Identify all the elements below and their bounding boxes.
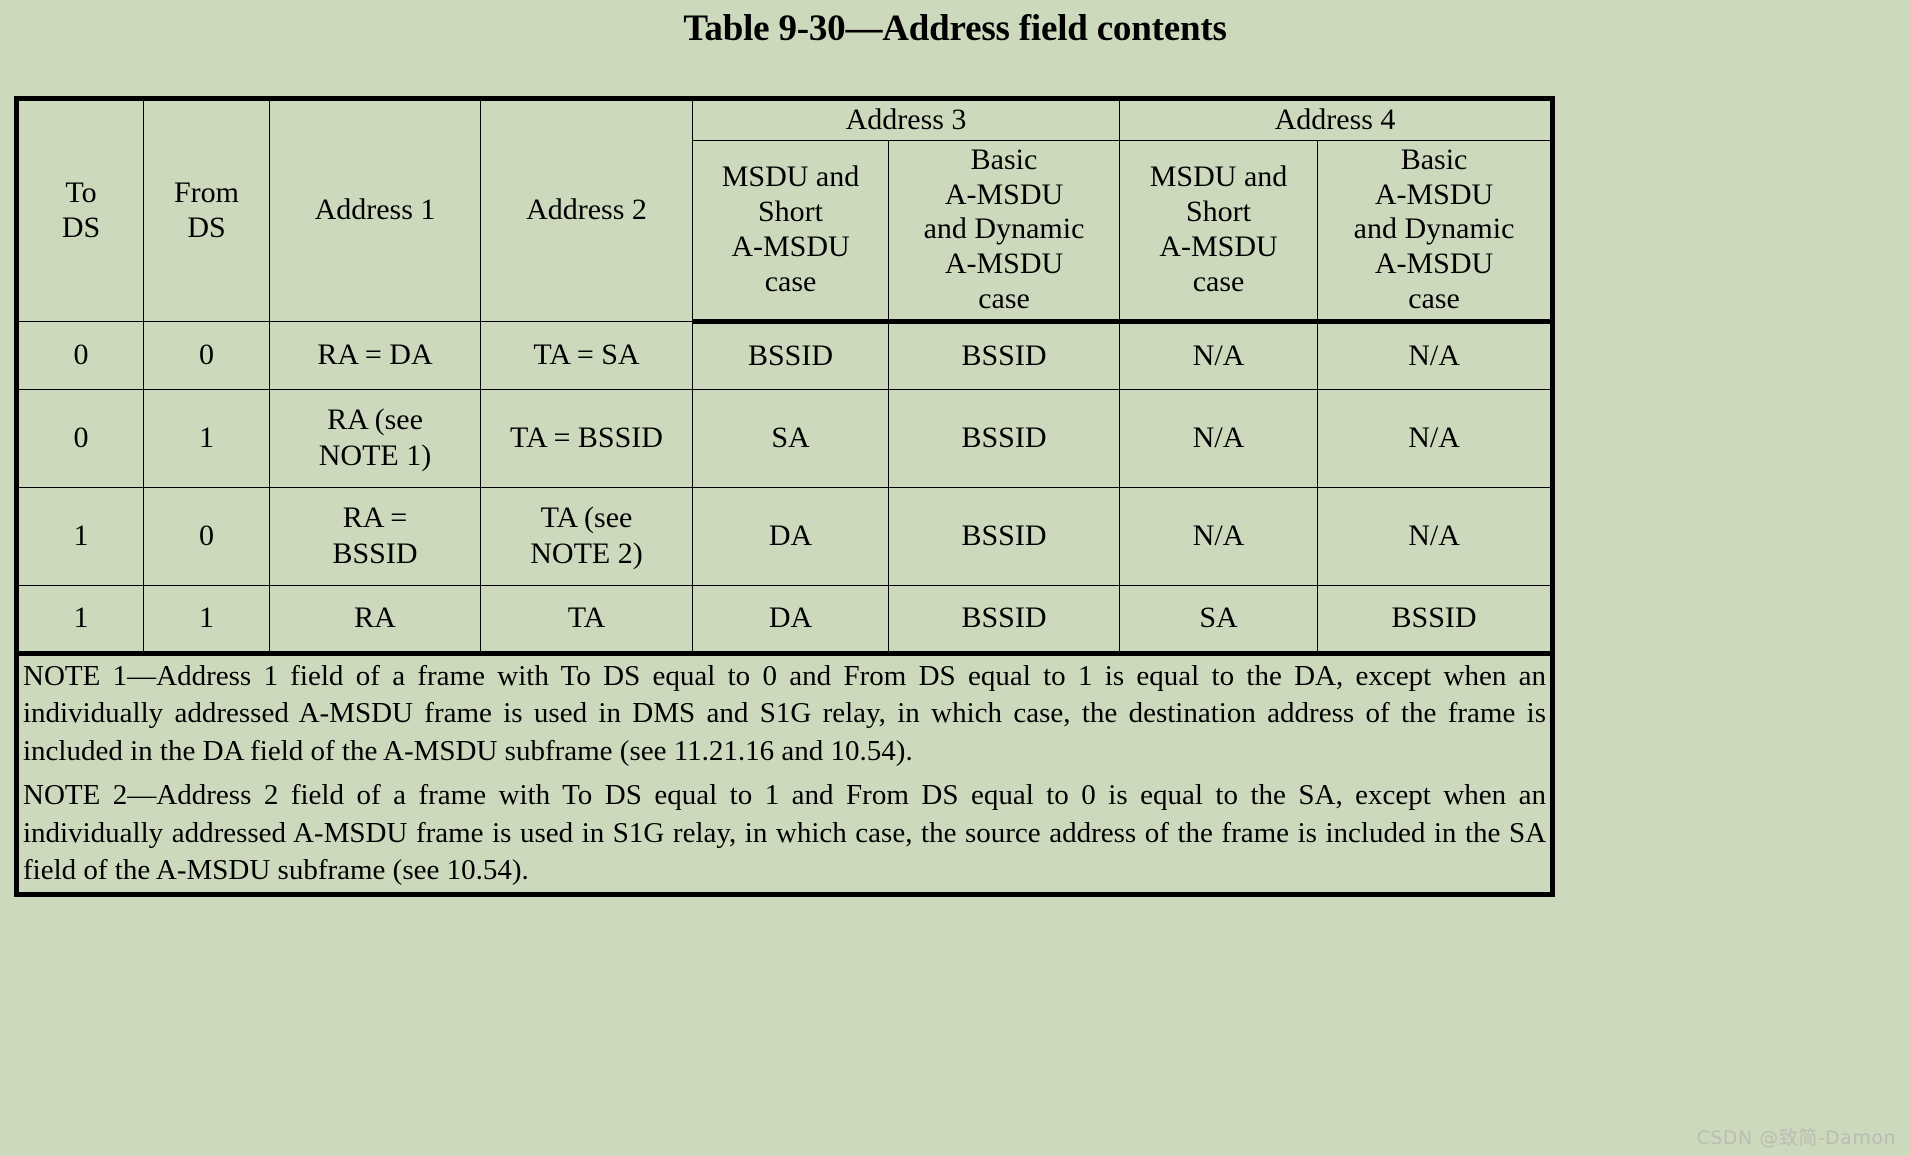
note-2: NOTE 2—Address 2 field of a frame with T…	[23, 778, 1547, 887]
cell-to-ds: 1	[16, 486, 144, 586]
cell-address-3-basic: BSSID	[887, 486, 1121, 586]
table-notes-row: NOTE 1—Address 1 field of a frame with T…	[15, 650, 1554, 895]
header-address-2: Address 2	[480, 98, 693, 322]
cell-address-3-msdu: SA	[692, 388, 889, 488]
cell-address-1: RA =BSSID	[269, 486, 481, 586]
header-to-ds-line2: DS	[61, 210, 101, 244]
table-row: 0 0 RA = DA TA = SA BSSID BSSID N/A N/A	[16, 320, 1554, 390]
header-to-ds: To DS	[16, 98, 144, 322]
cell-from-ds: 1	[143, 584, 270, 654]
cell-address-1: RA = DA	[269, 320, 481, 390]
header-address-4-group: Address 4	[1119, 98, 1554, 141]
cell-address-4-basic: N/A	[1317, 486, 1554, 586]
cell-to-ds: 1	[16, 584, 144, 654]
cell-address-3-msdu: BSSID	[692, 320, 889, 390]
cell-address-3-msdu: DA	[692, 486, 889, 586]
cell-address-3-msdu: DA	[692, 584, 889, 654]
header-row-group: To DS From DS Address 1 Address 2 Addres…	[16, 98, 1554, 322]
cell-address-4-msdu: N/A	[1119, 486, 1319, 586]
csdn-watermark: CSDN @致简-Damon	[1696, 1127, 1896, 1149]
cell-address-2: TA = BSSID	[480, 388, 693, 488]
cell-address-4-msdu: N/A	[1119, 320, 1319, 390]
header-address-1: Address 1	[269, 98, 481, 322]
note-1: NOTE 1—Address 1 field of a frame with T…	[23, 659, 1547, 768]
header-from-ds-line1: From	[173, 176, 239, 210]
cell-from-ds: 0	[143, 320, 270, 390]
cell-address-4-msdu: N/A	[1119, 388, 1319, 488]
table-notes-cell: NOTE 1—Address 1 field of a frame with T…	[15, 650, 1554, 895]
table-body: 0 0 RA = DA TA = SA BSSID BSSID N/A N/A …	[15, 320, 1554, 895]
header-address-3-group: Address 3	[691, 98, 1121, 141]
cell-address-4-basic: N/A	[1317, 320, 1554, 390]
header-from-ds-line2: DS	[187, 210, 226, 244]
page-title: Table 9-30—Address field contents	[683, 8, 1227, 49]
cell-address-3-basic: BSSID	[887, 388, 1121, 488]
cell-address-4-basic: N/A	[1317, 388, 1554, 488]
cell-to-ds: 0	[16, 320, 144, 390]
cell-to-ds: 0	[16, 388, 144, 488]
cell-address-2: TA = SA	[480, 320, 693, 390]
cell-address-2: TA	[480, 584, 693, 654]
table-container: To DS From DS Address 1 Address 2 Addres…	[14, 96, 1556, 897]
header-from-ds: From DS	[143, 98, 270, 322]
table-row: 1 1 RA TA DA BSSID SA BSSID	[16, 584, 1554, 654]
address-field-contents-table: To DS From DS Address 1 Address 2 Addres…	[14, 96, 1556, 897]
cell-from-ds: 1	[143, 388, 270, 488]
cell-address-4-basic: BSSID	[1317, 584, 1554, 654]
header-to-ds-line1: To	[65, 176, 97, 210]
cell-address-3-basic: BSSID	[887, 584, 1121, 654]
cell-address-3-basic: BSSID	[887, 320, 1121, 390]
cell-address-1: RA	[269, 584, 481, 654]
cell-address-4-msdu: SA	[1119, 584, 1319, 654]
cell-from-ds: 0	[143, 486, 270, 586]
